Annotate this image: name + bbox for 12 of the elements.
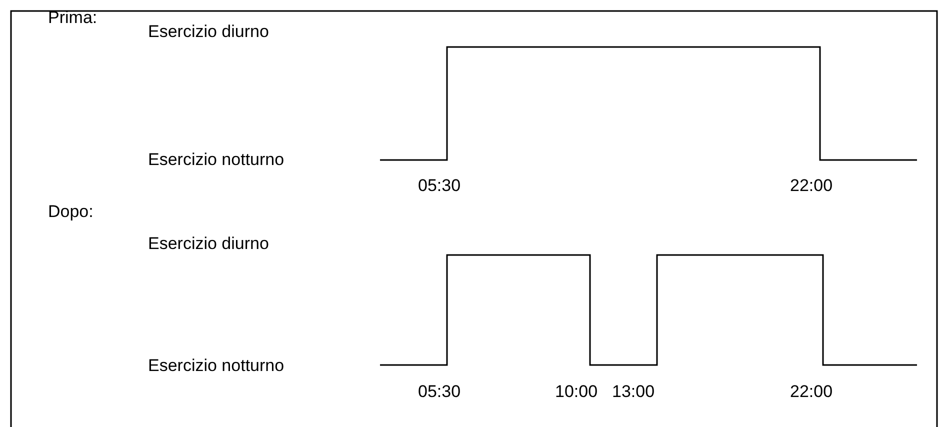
- text-label: 05:30: [418, 382, 461, 402]
- text-label: Esercizio notturno: [148, 150, 284, 170]
- text-label: Esercizio diurno: [148, 22, 269, 42]
- text-label: 10:00: [555, 382, 598, 402]
- text-label: Dopo:: [48, 202, 94, 222]
- text-label: 22:00: [790, 382, 833, 402]
- text-label: 05:30: [418, 176, 461, 196]
- text-label: 13:00: [612, 382, 655, 402]
- text-label: 22:00: [790, 176, 833, 196]
- text-label: Esercizio diurno: [148, 234, 269, 254]
- text-label: Prima:: [48, 8, 98, 28]
- text-label: Esercizio notturno: [148, 356, 284, 376]
